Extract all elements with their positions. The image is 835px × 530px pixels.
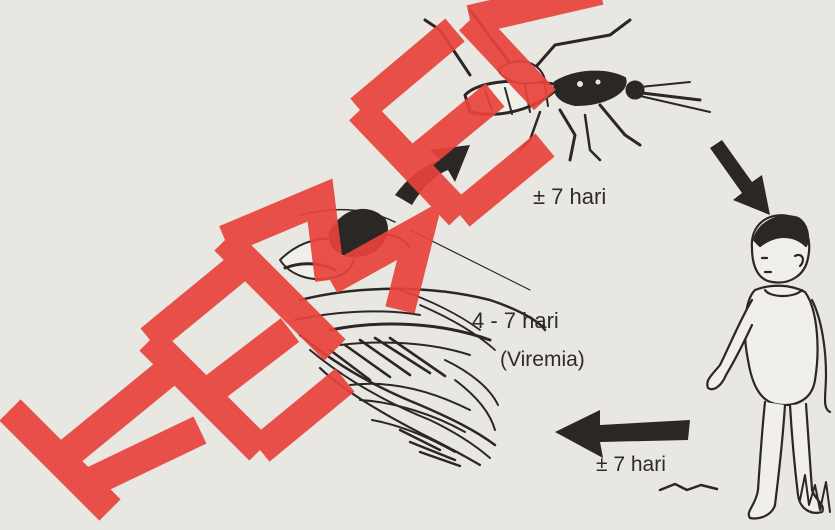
child-icon bbox=[660, 215, 830, 518]
arrow-up-right-icon bbox=[395, 145, 470, 205]
arrow-left-icon bbox=[555, 410, 690, 458]
arrow-down-right-icon bbox=[710, 140, 770, 215]
sick-person-icon bbox=[280, 210, 545, 466]
viremia-label: (Viremia) bbox=[500, 348, 585, 372]
duration-label-mosquito-to-child: ± 7 hari bbox=[533, 184, 606, 210]
duration-label-viremia-days: 4 - 7 hari bbox=[472, 308, 559, 334]
duration-label-child-to-sick: ± 7 hari bbox=[596, 453, 666, 477]
mosquito-icon bbox=[425, 10, 710, 160]
